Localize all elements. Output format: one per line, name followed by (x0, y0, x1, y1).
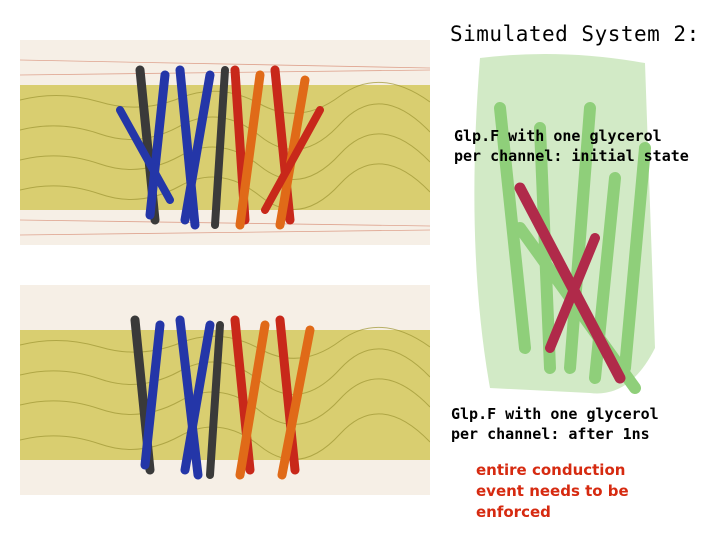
caption-after-1ns: Glp.F with one glycerol per channel: aft… (451, 405, 659, 443)
caption-initial-state: Glp.F with one glycerol per channel: ini… (454, 127, 689, 165)
enforced-conduction-note: entire conduction event needs to be enfo… (476, 461, 629, 521)
glpf-channel-structure-image (440, 48, 670, 400)
membrane-simulation-initial-image (20, 40, 430, 245)
membrane-simulation-after-image (20, 285, 430, 495)
slide-title: Simulated System 2: (450, 22, 700, 46)
